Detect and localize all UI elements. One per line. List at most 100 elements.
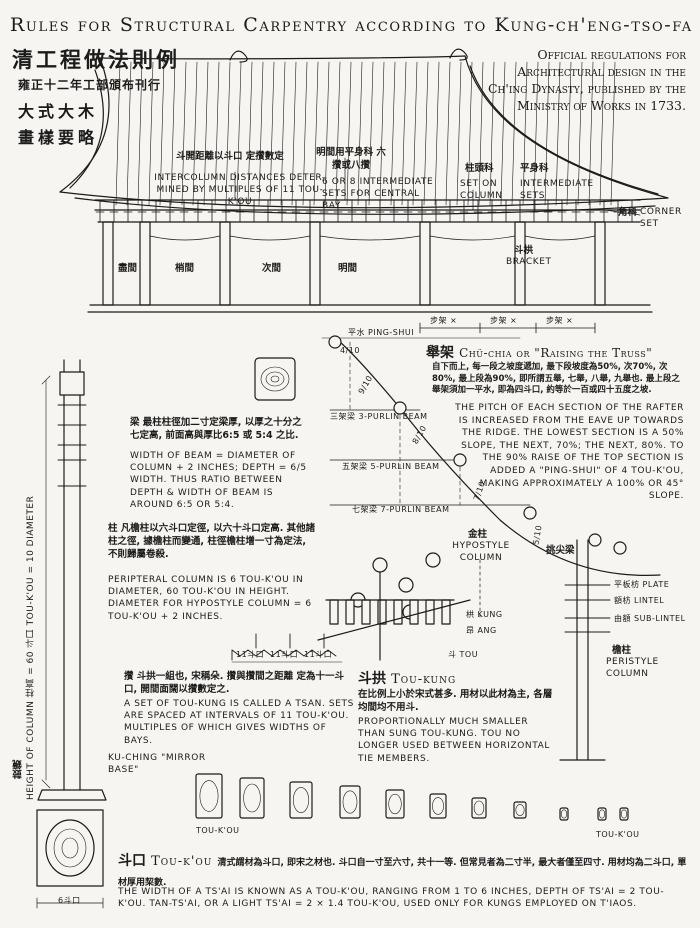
bracket-mark [95, 199, 105, 223]
toukou-sample-grain [388, 793, 402, 815]
facade-column [219, 221, 231, 306]
roof-tile-line [423, 61, 429, 206]
bay-arch [149, 235, 221, 241]
toukou-sample [339, 785, 361, 819]
toukou-sample-grain [620, 809, 628, 819]
purlin-circles [328, 335, 627, 555]
toukou-sample-grain [432, 797, 444, 815]
roof-tile-line [533, 61, 539, 206]
bracket-mark [571, 199, 581, 223]
truss-text-en: The pitch of each section of the rafter … [455, 403, 684, 502]
ang-arm [317, 599, 471, 641]
bracket-mark [431, 199, 441, 223]
hypostyle-cn: 金柱 [468, 529, 488, 540]
roof-tile-line [478, 61, 484, 206]
roof-tile-line [467, 61, 473, 206]
roof-tile-line [214, 61, 220, 206]
toukung-member [441, 599, 451, 625]
truss-heading-cn: 舉架 [426, 345, 454, 361]
toukung-member [393, 599, 403, 625]
bracket-mark [627, 199, 637, 223]
roof-tile-line [456, 61, 462, 206]
toukung-member [361, 599, 371, 625]
ping-shui-value: 4/10 [340, 346, 360, 355]
bracket-mark [501, 199, 511, 223]
central-bay-label-cn: 明間用平身科 六攢或八攢 [316, 147, 386, 171]
bracket-mark [193, 199, 203, 223]
corner-set-cn: 角科 [618, 207, 638, 218]
bay-arch [319, 235, 421, 241]
roof-tile-line [170, 61, 176, 206]
roof-tile-line [434, 61, 440, 206]
beam-note-cn: 梁 最柱柱徑加二寸定梁厚, 以厚之十分之七定高, 前面高與厚比6:5 或 5:4… [130, 417, 302, 441]
roof-tile-line [412, 61, 418, 206]
intermediate-sets-en: Intermediate sets [520, 179, 594, 202]
corner-set-en: Corner set [640, 207, 682, 230]
bracket-mark [249, 199, 259, 223]
toukou-sample [289, 781, 313, 819]
bracket-mark [529, 199, 539, 223]
mirror-base-label: Ku-ching "Mirror base" [108, 753, 206, 776]
truss-heading-en: Chü-chia or "Raising the Truss" [459, 346, 653, 360]
bracket-mark [207, 199, 217, 223]
toukou-sample [471, 797, 487, 819]
roof-tile-line [577, 61, 583, 206]
roof-tile-line [445, 61, 451, 206]
roof-tile-line [137, 61, 143, 206]
toukou-sample [597, 807, 607, 821]
roof-tile-line [236, 61, 242, 206]
bracket-mark [151, 199, 161, 223]
facade-column [419, 221, 431, 306]
intermediate-sets-cn: 平身科 [520, 163, 549, 174]
bracket-mark [543, 199, 553, 223]
toukou-text-en: The width of a ts'ai is known as a tou-k… [118, 887, 665, 910]
chinese-subtitle-3: 畫樣要略 [18, 128, 99, 147]
roof-tile-line [544, 61, 550, 206]
roof-tile-line [346, 61, 352, 206]
bracket-mark [109, 199, 119, 223]
facade-column [309, 221, 321, 306]
bracket-mark [235, 199, 245, 223]
roof-tile-line [192, 61, 198, 206]
bracket-mark [263, 199, 273, 223]
set-on-column-cn: 柱頭科 [465, 163, 494, 174]
roof-tile-line [610, 61, 616, 206]
bay-arch [429, 235, 516, 241]
roof-tile-line [280, 61, 286, 206]
toukou-sample-grain [292, 787, 309, 813]
page-title: Rules for Structural Carpentry according… [10, 14, 693, 36]
toukou-sample [559, 807, 569, 821]
roof-tile-line [511, 61, 517, 206]
toukung-cluster [317, 552, 471, 661]
toukou-sample-grain [473, 800, 485, 816]
bracket-mark [333, 199, 343, 223]
toukou-sample [385, 789, 405, 819]
bracket-profile [231, 649, 337, 661]
roof-tile-line [126, 61, 132, 206]
dim-label-1: 11斗口 [236, 650, 265, 659]
toukou-sample-grain [515, 804, 525, 816]
base-plan [36, 809, 104, 887]
toukou-sample [239, 777, 265, 819]
roof-tile-line [390, 61, 396, 206]
facade-column [139, 221, 151, 306]
rafter-curve [321, 337, 661, 576]
step-label-3: 步架 × [546, 316, 574, 325]
chinese-subtitle-1: 雍正十二年工部頒布刊行 [18, 78, 162, 92]
toukou-sample [619, 807, 629, 821]
bracket-mark [389, 199, 399, 223]
intercolumn-label-cn: 斗開距離以斗口 定攢數定 [176, 151, 284, 162]
beam-note-en: Width of beam = diameter of column + 2 i… [130, 451, 307, 510]
ping-shui-label: 平水 Ping-shui [348, 328, 415, 337]
facade-column [102, 221, 114, 306]
toukou-sample [195, 773, 223, 819]
bracket-mark [599, 199, 609, 223]
bracket-profiles [231, 633, 337, 661]
roof-tile-line [181, 61, 187, 206]
truss-heading: 舉架 Chü-chia or "Raising the Truss" [426, 342, 652, 362]
column-note-en: Peripteral column is 6 tou-k'ou in diame… [108, 575, 312, 622]
roof-tile-line [522, 61, 528, 206]
roof-tile-line [291, 61, 297, 206]
toukou-sample-grain [199, 780, 219, 812]
